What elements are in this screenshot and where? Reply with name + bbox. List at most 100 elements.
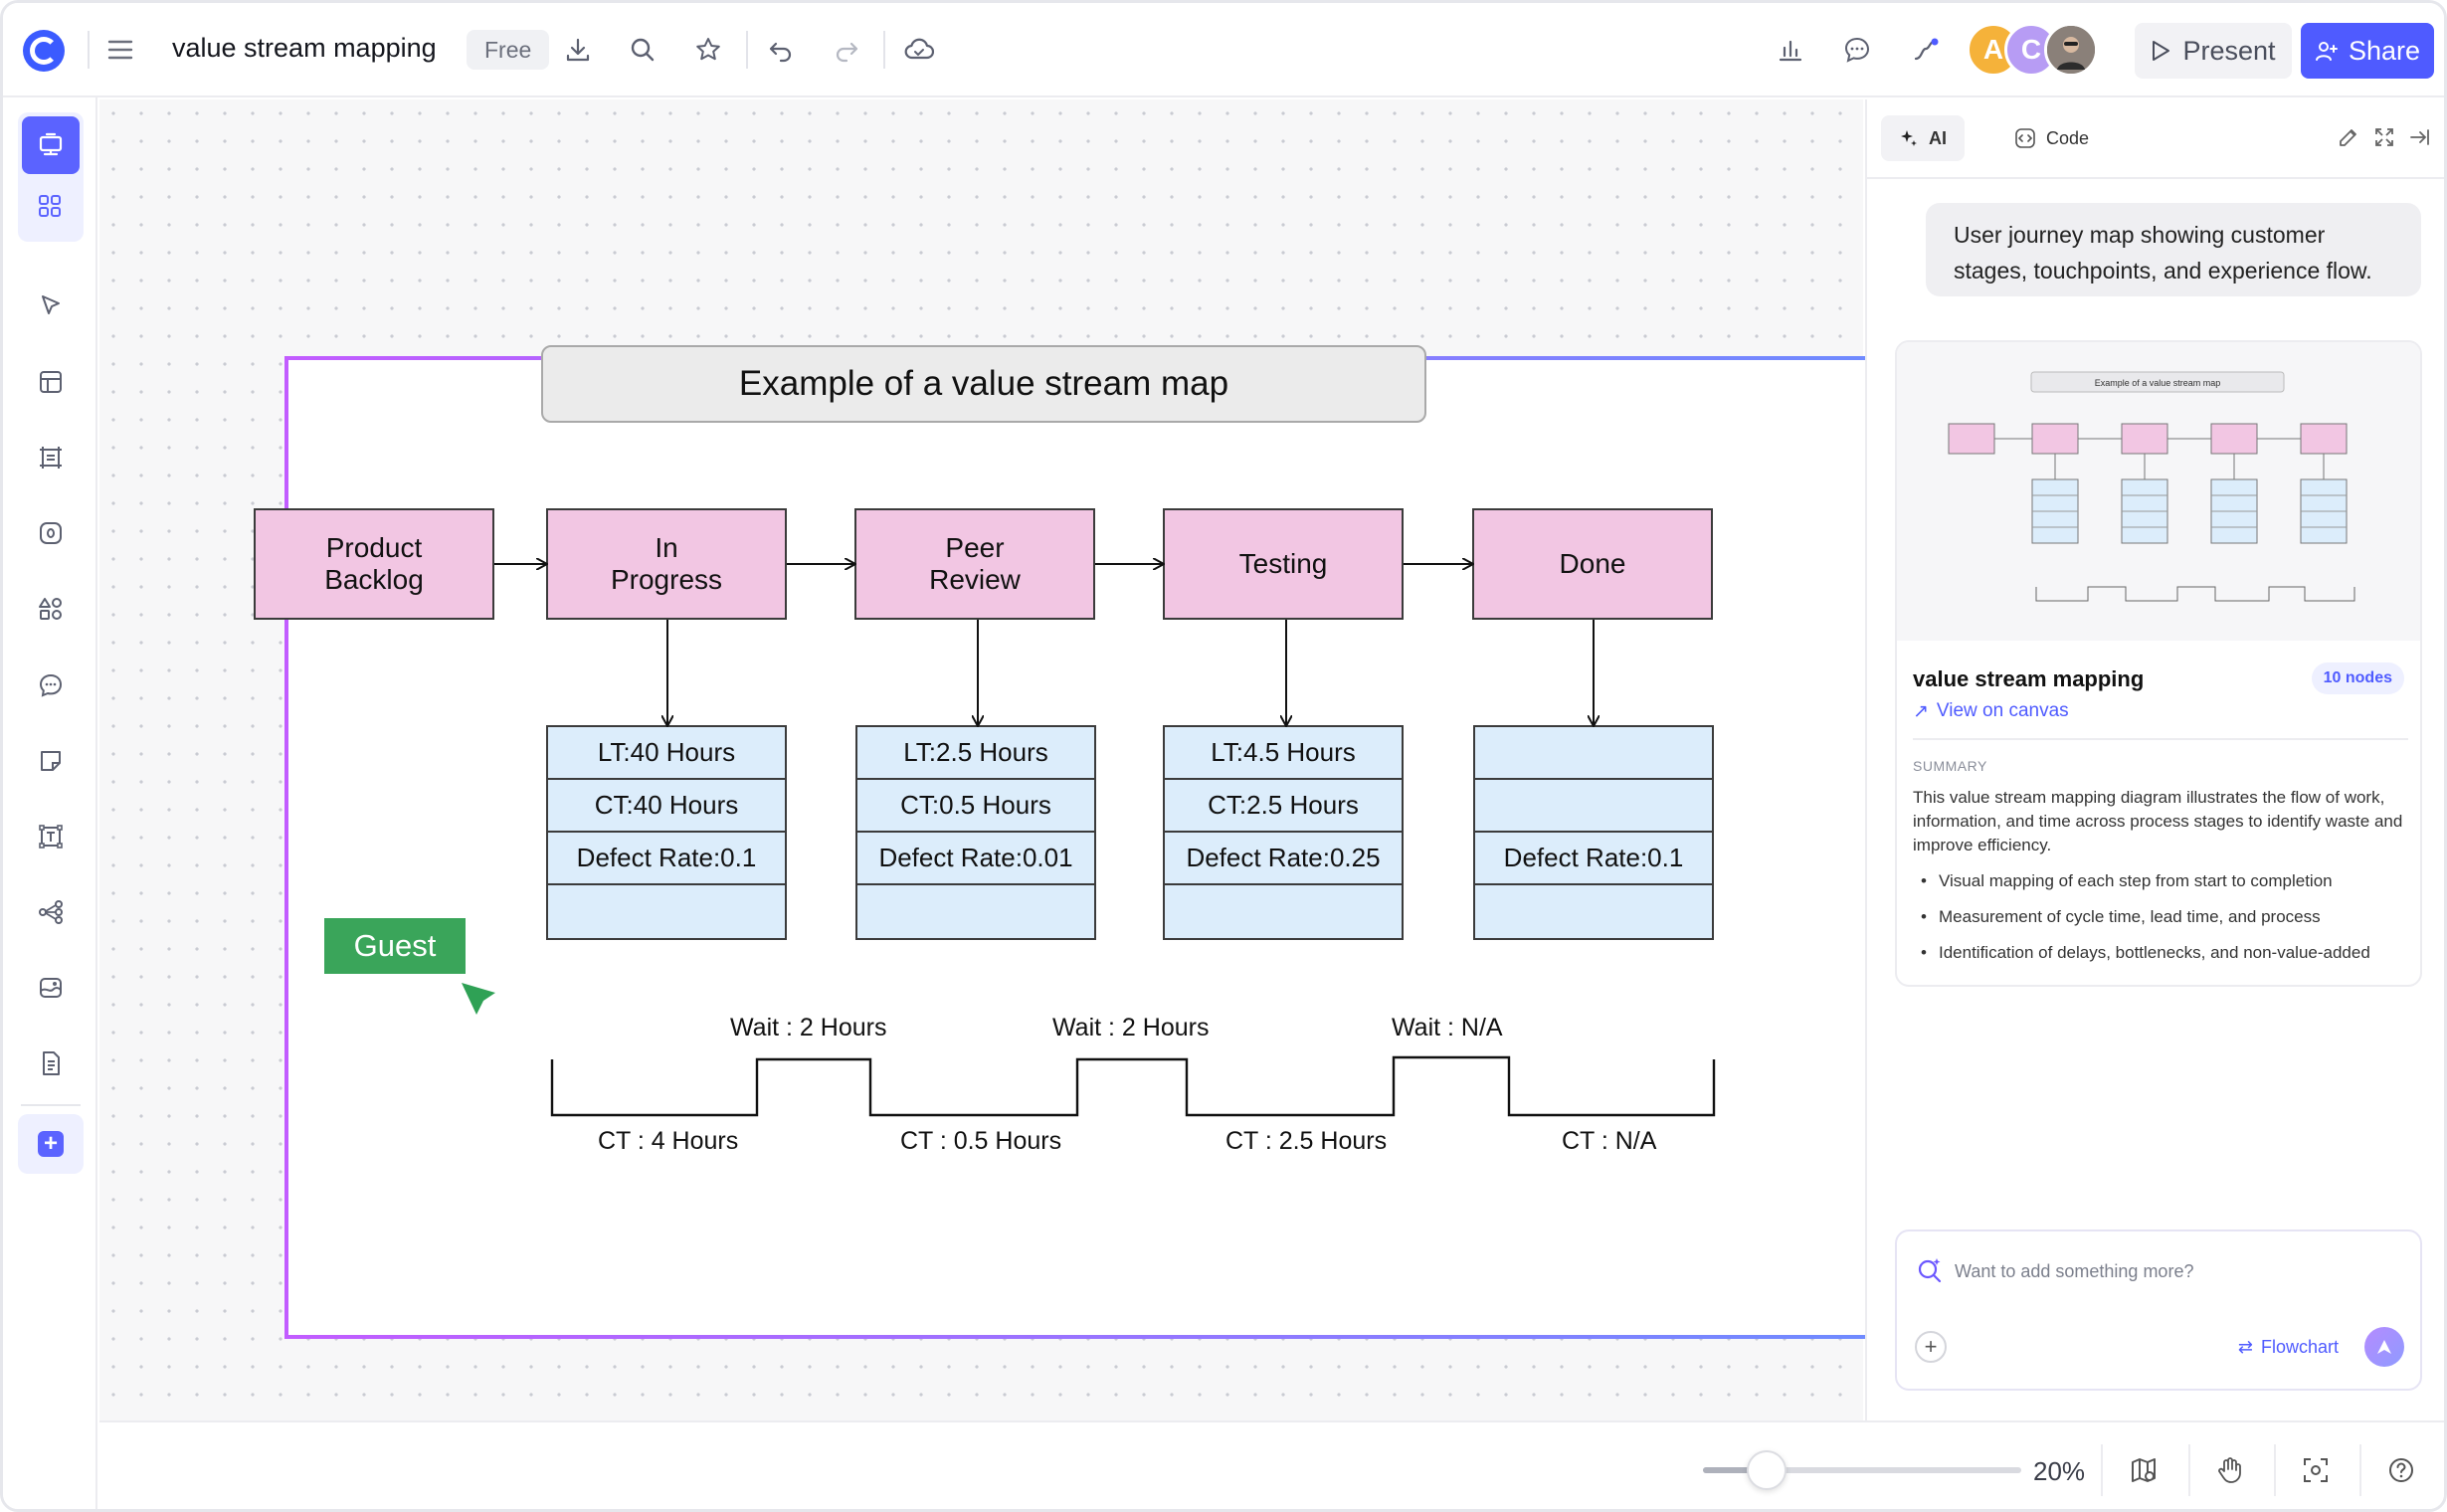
divider — [746, 31, 748, 69]
metric-cell: Defect Rate:0.1 — [548, 833, 785, 885]
select-tool[interactable] — [27, 283, 75, 330]
metrics-table[interactable]: LT:2.5 Hours CT:0.5 Hours Defect Rate:0.… — [855, 725, 1096, 940]
avatar[interactable]: C — [2004, 23, 2058, 77]
chat-icon — [39, 673, 63, 697]
fit-screen-icon[interactable] — [2296, 1450, 2336, 1490]
flow-tool[interactable] — [27, 888, 75, 936]
layout-icon — [40, 371, 62, 393]
present-button[interactable]: Present — [2135, 23, 2292, 79]
list-item: Identification of delays, bottlenecks, a… — [1913, 941, 2410, 965]
view-link-label: View on canvas — [1936, 700, 2069, 721]
diagram-type-label: Flowchart — [2260, 1337, 2339, 1357]
help-icon[interactable] — [2381, 1450, 2421, 1490]
stage-peer-review[interactable]: Peer Review — [854, 508, 1095, 620]
template-tool[interactable] — [27, 358, 75, 406]
divider — [88, 31, 90, 69]
edit-icon[interactable] — [2337, 125, 2360, 154]
diagram-title[interactable]: Example of a value stream map — [541, 345, 1426, 423]
user-message: User journey map showing customer stages… — [1926, 203, 2421, 296]
search-icon[interactable] — [624, 31, 661, 69]
send-icon — [2377, 1340, 2391, 1354]
avatar-photo[interactable] — [2044, 23, 2098, 77]
send-button[interactable] — [2364, 1327, 2404, 1367]
shapes-icon — [39, 598, 62, 620]
stage-product-backlog[interactable]: Product Backlog — [254, 508, 494, 620]
share-button[interactable]: Share — [2301, 23, 2434, 79]
sparkle-icon — [1901, 130, 1917, 146]
comment-icon[interactable] — [1838, 31, 1876, 69]
hand-icon[interactable] — [2210, 1450, 2250, 1490]
cycle-time-label: CT : 2.5 Hours — [1225, 1127, 1388, 1155]
wait-label: Wait : 2 Hours — [730, 1014, 887, 1041]
cloud-sync-icon[interactable] — [900, 31, 938, 69]
stage-in-progress[interactable]: In Progress — [546, 508, 787, 620]
code-icon — [2015, 128, 2035, 148]
metric-cell: CT:40 Hours — [548, 780, 785, 833]
image-tool[interactable] — [27, 964, 75, 1012]
divider — [1867, 177, 2444, 179]
collapse-panel-icon[interactable] — [2408, 125, 2432, 154]
menu-icon[interactable] — [101, 31, 139, 69]
mindmap-tool[interactable] — [27, 509, 75, 557]
view-on-canvas-link[interactable]: ↗ View on canvas — [1913, 700, 2069, 723]
metric-cell: LT:2.5 Hours — [857, 727, 1094, 780]
ai-side-panel: AI Code User journey map showing custome… — [1865, 99, 2444, 1420]
grid-icon — [39, 195, 61, 217]
prompt-placeholder: Want to add something more? — [1955, 1261, 2194, 1281]
tab-ai-label: AI — [1929, 127, 1947, 148]
tab-ai[interactable]: AI — [1881, 115, 1965, 161]
expand-icon[interactable] — [2372, 125, 2396, 154]
divider — [21, 1104, 81, 1106]
zoom-slider[interactable] — [1703, 1467, 2021, 1473]
shapes-tool[interactable] — [27, 585, 75, 633]
metric-cell: LT:4.5 Hours — [1165, 727, 1402, 780]
cycle-time-label: CT : N/A — [1562, 1127, 1657, 1155]
left-toolbar: + — [3, 97, 97, 1509]
canvas-view-button[interactable] — [22, 116, 80, 174]
download-icon[interactable] — [559, 31, 597, 69]
document-title[interactable]: value stream mapping — [172, 33, 437, 63]
text-tool[interactable] — [27, 813, 75, 860]
connector-icon[interactable] — [1907, 31, 1945, 69]
ai-search-icon — [1915, 1255, 1945, 1290]
tab-code[interactable]: Code — [1996, 115, 2107, 161]
map-icon[interactable] — [2124, 1450, 2164, 1490]
chart-icon[interactable] — [1772, 31, 1809, 69]
zoom-slider-handle[interactable] — [1747, 1450, 1787, 1490]
metric-cell: LT:40 Hours — [548, 727, 785, 780]
prompt-input[interactable]: Want to add something more? + ⇄ Flowchar… — [1895, 1229, 2422, 1391]
plan-badge[interactable]: Free — [467, 30, 550, 70]
cycle-time-label: CT : 0.5 Hours — [900, 1127, 1062, 1155]
metrics-table[interactable]: LT:40 Hours CT:40 Hours Defect Rate:0.1 — [546, 725, 787, 940]
attach-button[interactable]: + — [1915, 1331, 1947, 1363]
undo-icon[interactable] — [762, 31, 800, 69]
diagram-type-button[interactable]: ⇄ Flowchart — [2238, 1337, 2339, 1358]
summary-heading: SUMMARY — [1913, 758, 1987, 774]
sticky-note-tool[interactable] — [27, 737, 75, 785]
metrics-table[interactable]: LT:4.5 Hours CT:2.5 Hours Defect Rate:0.… — [1163, 725, 1404, 940]
list-item: Measurement of cycle time, lead time, an… — [1913, 905, 2410, 929]
share-label: Share — [2348, 35, 2421, 66]
comment-tool[interactable] — [27, 662, 75, 709]
diagram-thumbnail[interactable]: Example of a value stream map — [1897, 342, 2420, 641]
top-bar: value stream mapping Free A — [3, 3, 2444, 97]
app-logo-icon[interactable] — [23, 30, 65, 72]
list-item: Visual mapping of each step from start t… — [1913, 869, 2410, 893]
card-title: value stream mapping — [1913, 666, 2145, 691]
result-card[interactable]: Example of a value stream map — [1895, 340, 2422, 987]
zoom-slider-fill — [1703, 1467, 1767, 1473]
document-tool[interactable] — [27, 1040, 75, 1087]
play-icon — [2153, 41, 2170, 61]
frame-tool[interactable] — [27, 434, 75, 481]
present-label: Present — [2182, 35, 2276, 66]
divider — [883, 31, 885, 69]
cycle-time-label: CT : 4 Hours — [598, 1127, 739, 1155]
add-tool-button[interactable]: + — [18, 1114, 84, 1174]
metric-cell: Defect Rate:0.01 — [857, 833, 1094, 885]
grid-view-button[interactable] — [26, 182, 74, 230]
summary-bullets: Visual mapping of each step from start t… — [1913, 869, 2410, 977]
star-icon[interactable] — [689, 31, 727, 69]
redo-icon[interactable] — [828, 31, 865, 69]
plus-icon: + — [38, 1131, 64, 1157]
zoom-level[interactable]: 20% — [2033, 1456, 2086, 1486]
